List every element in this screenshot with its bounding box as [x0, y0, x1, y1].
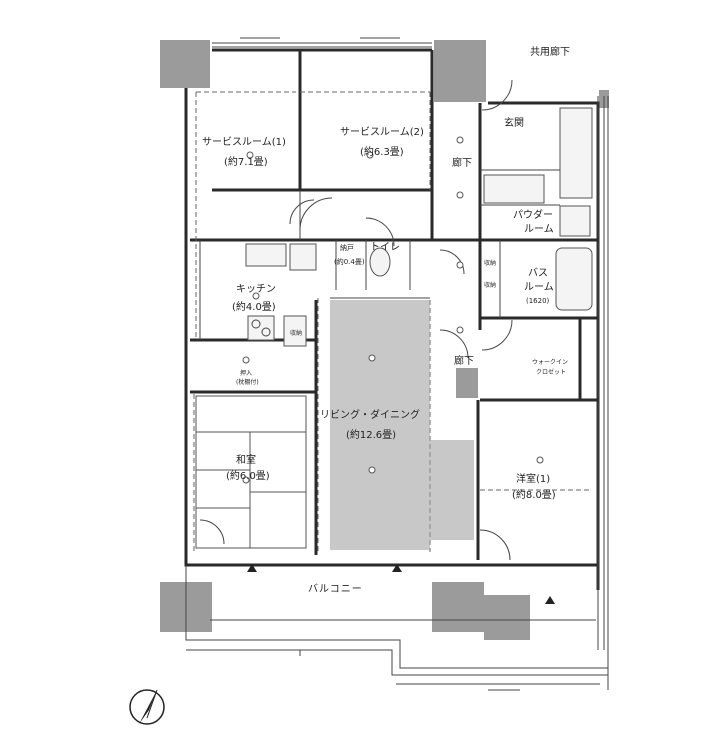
right-facade: [597, 96, 609, 690]
toilet-bowl: [369, 247, 391, 277]
room-washitsu-size: (約6.0畳): [226, 471, 270, 482]
room-service-1-name: サービスルーム(1): [202, 137, 286, 148]
top-windows: [212, 37, 432, 48]
room-washitsu-name: 和室: [236, 455, 256, 466]
walkin-closet-line2: クロゼット: [536, 369, 567, 376]
storage-label-hall-1: 収納: [484, 260, 497, 267]
walkin-closet-line1: ウォークイン: [532, 359, 569, 366]
oshiire-line1: 押入: [240, 370, 253, 377]
room-powder-line2: ルーム: [524, 224, 554, 235]
column-bottom-middle: [432, 582, 484, 632]
room-balcony: バルコニー: [308, 584, 363, 595]
room-service-1-size: (約7.1畳): [224, 157, 268, 168]
room-kitchen-size: (約4.0畳): [232, 302, 276, 313]
shoe-cabinet: [559, 107, 593, 199]
room-service-2-name: サービスルーム(2): [340, 127, 424, 138]
room-storage-name: 納戸: [340, 244, 354, 252]
balcony-outline: [185, 565, 608, 676]
room-bath-line2: ルーム: [524, 282, 554, 293]
floor-heating-area-side: [430, 440, 474, 540]
tatami-grid: [195, 395, 307, 549]
room-entrance: 玄関: [504, 118, 524, 129]
interior-thin-walls: [199, 169, 560, 340]
storage-label-kitchen: 収納: [290, 330, 303, 337]
room-hallway-upper: 廊下: [452, 158, 472, 169]
room-bath-size: (1620): [526, 297, 550, 305]
bathtub: [555, 247, 593, 311]
room-living-name: リビング・ダイニング: [320, 410, 420, 421]
fridge: [283, 315, 307, 347]
washing-machine: [559, 205, 591, 237]
room-storage-size: (約0.4畳): [334, 258, 365, 266]
floor-heating-area-top: [330, 300, 430, 550]
kitchen-sink: [245, 243, 287, 267]
pipe-shaft: [456, 368, 478, 398]
ceiling-lights: [242, 136, 544, 484]
oshiire-line2: (枕棚付): [236, 379, 259, 386]
burner-icon: [261, 327, 271, 337]
north-compass-icon: [129, 689, 165, 725]
burner-icon: [251, 319, 261, 329]
ceiling-lines: [193, 91, 590, 552]
room-youshitsu-name: 洋室(1): [516, 474, 551, 485]
arrow-marker-icon: [392, 564, 402, 572]
room-youshitsu-size: (約8.0畳): [512, 490, 556, 501]
room-living-size: (約12.6畳): [346, 430, 397, 441]
room-powder-line1: パウダー: [513, 210, 553, 221]
storage-label-hall-2: 収納: [484, 282, 497, 289]
storage-box: [289, 243, 317, 271]
room-service-2-size: (約6.3畳): [360, 147, 404, 158]
door-swings: [199, 79, 513, 561]
arrow-marker-icon: [247, 564, 257, 572]
arrow-marker-icon: [545, 596, 555, 604]
common-corridor-label: 共用廊下: [530, 47, 570, 58]
balcony-dims: [299, 650, 600, 691]
washbasin: [483, 174, 545, 204]
room-hallway-lower: 廊下: [454, 356, 474, 367]
room-kitchen-name: キッチン: [236, 284, 276, 295]
column-top-right: [434, 40, 486, 102]
room-toilet: トイレ: [370, 242, 400, 253]
column-top-left: [160, 40, 210, 88]
column-bottom-right: [484, 595, 530, 640]
room-bath-line1: バス: [528, 268, 548, 279]
gas-stove: [247, 315, 275, 341]
